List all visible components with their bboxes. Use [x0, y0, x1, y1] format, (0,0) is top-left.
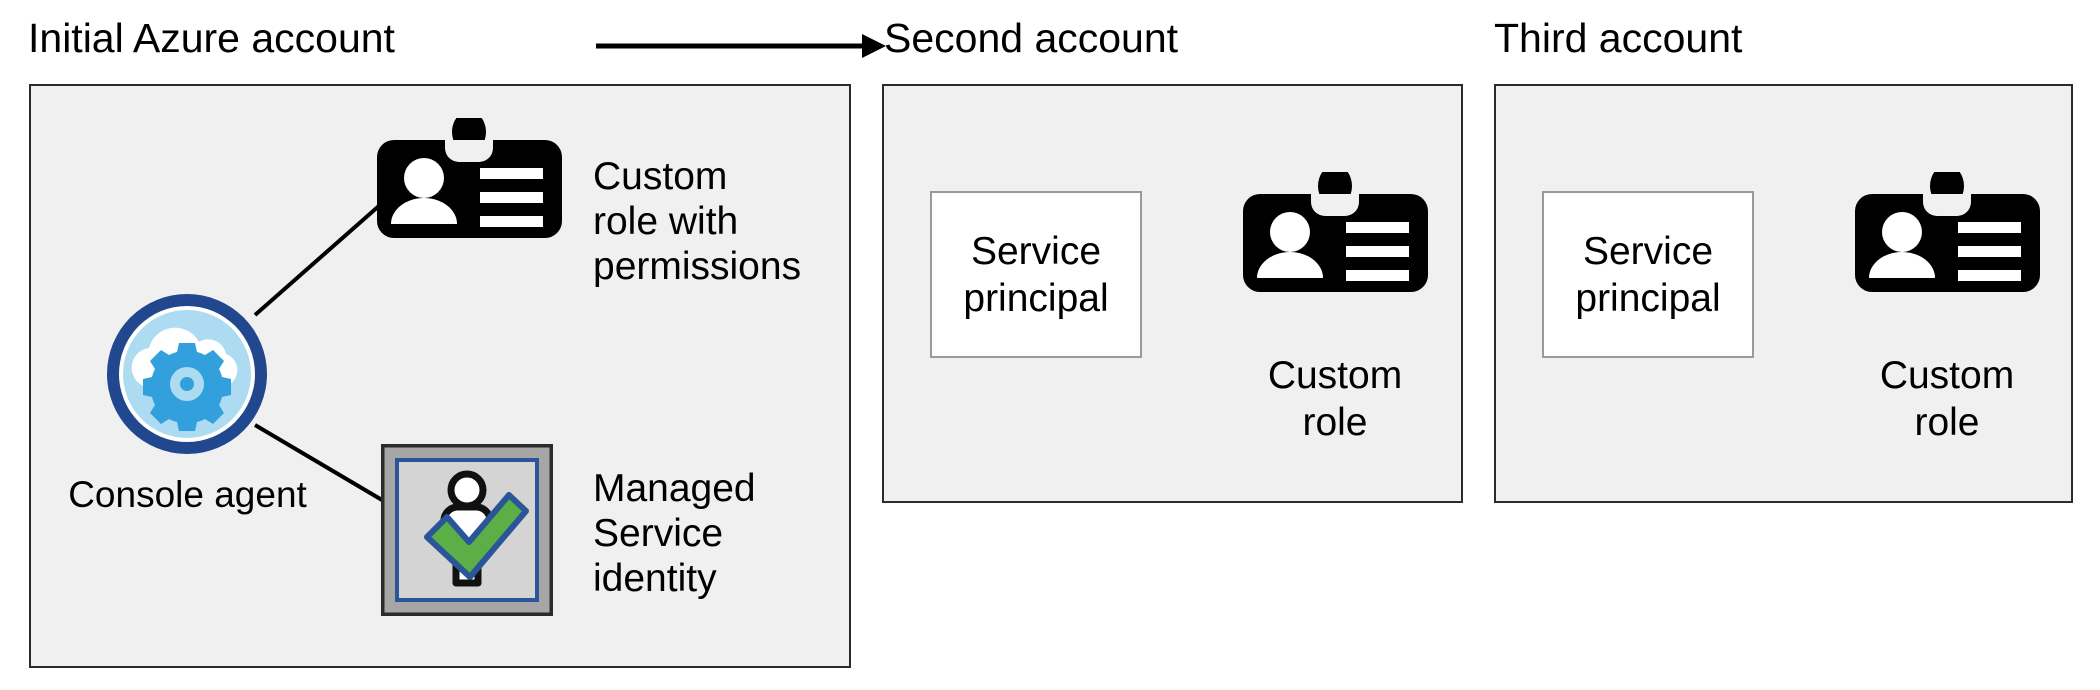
custom-role-label-second: Custom role: [1205, 352, 1465, 446]
label-line: Custom: [593, 155, 728, 198]
custom-role-permissions-label: Custom role with permissions: [593, 154, 823, 289]
managed-service-identity-label: Managed Service identity: [593, 466, 823, 601]
id-badge-icon: [1243, 165, 1428, 292]
label-line: Service: [593, 512, 724, 555]
id-badge-icon: [377, 111, 562, 238]
service-principal-box-third: Service principal: [1542, 191, 1754, 358]
service-principal-label: Service principal: [963, 228, 1108, 322]
label-line: role: [1914, 401, 1980, 444]
console-agent-label: Console agent: [68, 474, 307, 515]
label-line: Managed: [593, 467, 756, 510]
id-badge-icon: [1855, 165, 2040, 292]
label-line: role: [1302, 401, 1368, 444]
service-principal-box-second: Service principal: [930, 191, 1142, 358]
label-line: role with: [593, 200, 739, 243]
label-line: Service: [1582, 229, 1714, 273]
label-line: principal: [963, 276, 1109, 320]
label-line: permissions: [593, 245, 802, 288]
panel-title-third-account: Third account: [1494, 15, 1743, 61]
managed-service-identity-icon: [377, 440, 557, 620]
label-line: Service: [970, 229, 1102, 273]
service-principal-label: Service principal: [1575, 228, 1720, 322]
label-line: Custom: [1879, 354, 2015, 397]
cloud-gear-icon: [104, 291, 270, 457]
label-line: identity: [593, 557, 717, 600]
panel-title-initial-azure-account: Initial Azure account: [28, 15, 395, 61]
flow-arrow-icon: [596, 26, 886, 66]
custom-role-label-third: Custom role: [1817, 352, 2077, 446]
label-line: principal: [1575, 276, 1721, 320]
label-line: Custom: [1267, 354, 1403, 397]
panel-title-second-account: Second account: [884, 15, 1179, 61]
